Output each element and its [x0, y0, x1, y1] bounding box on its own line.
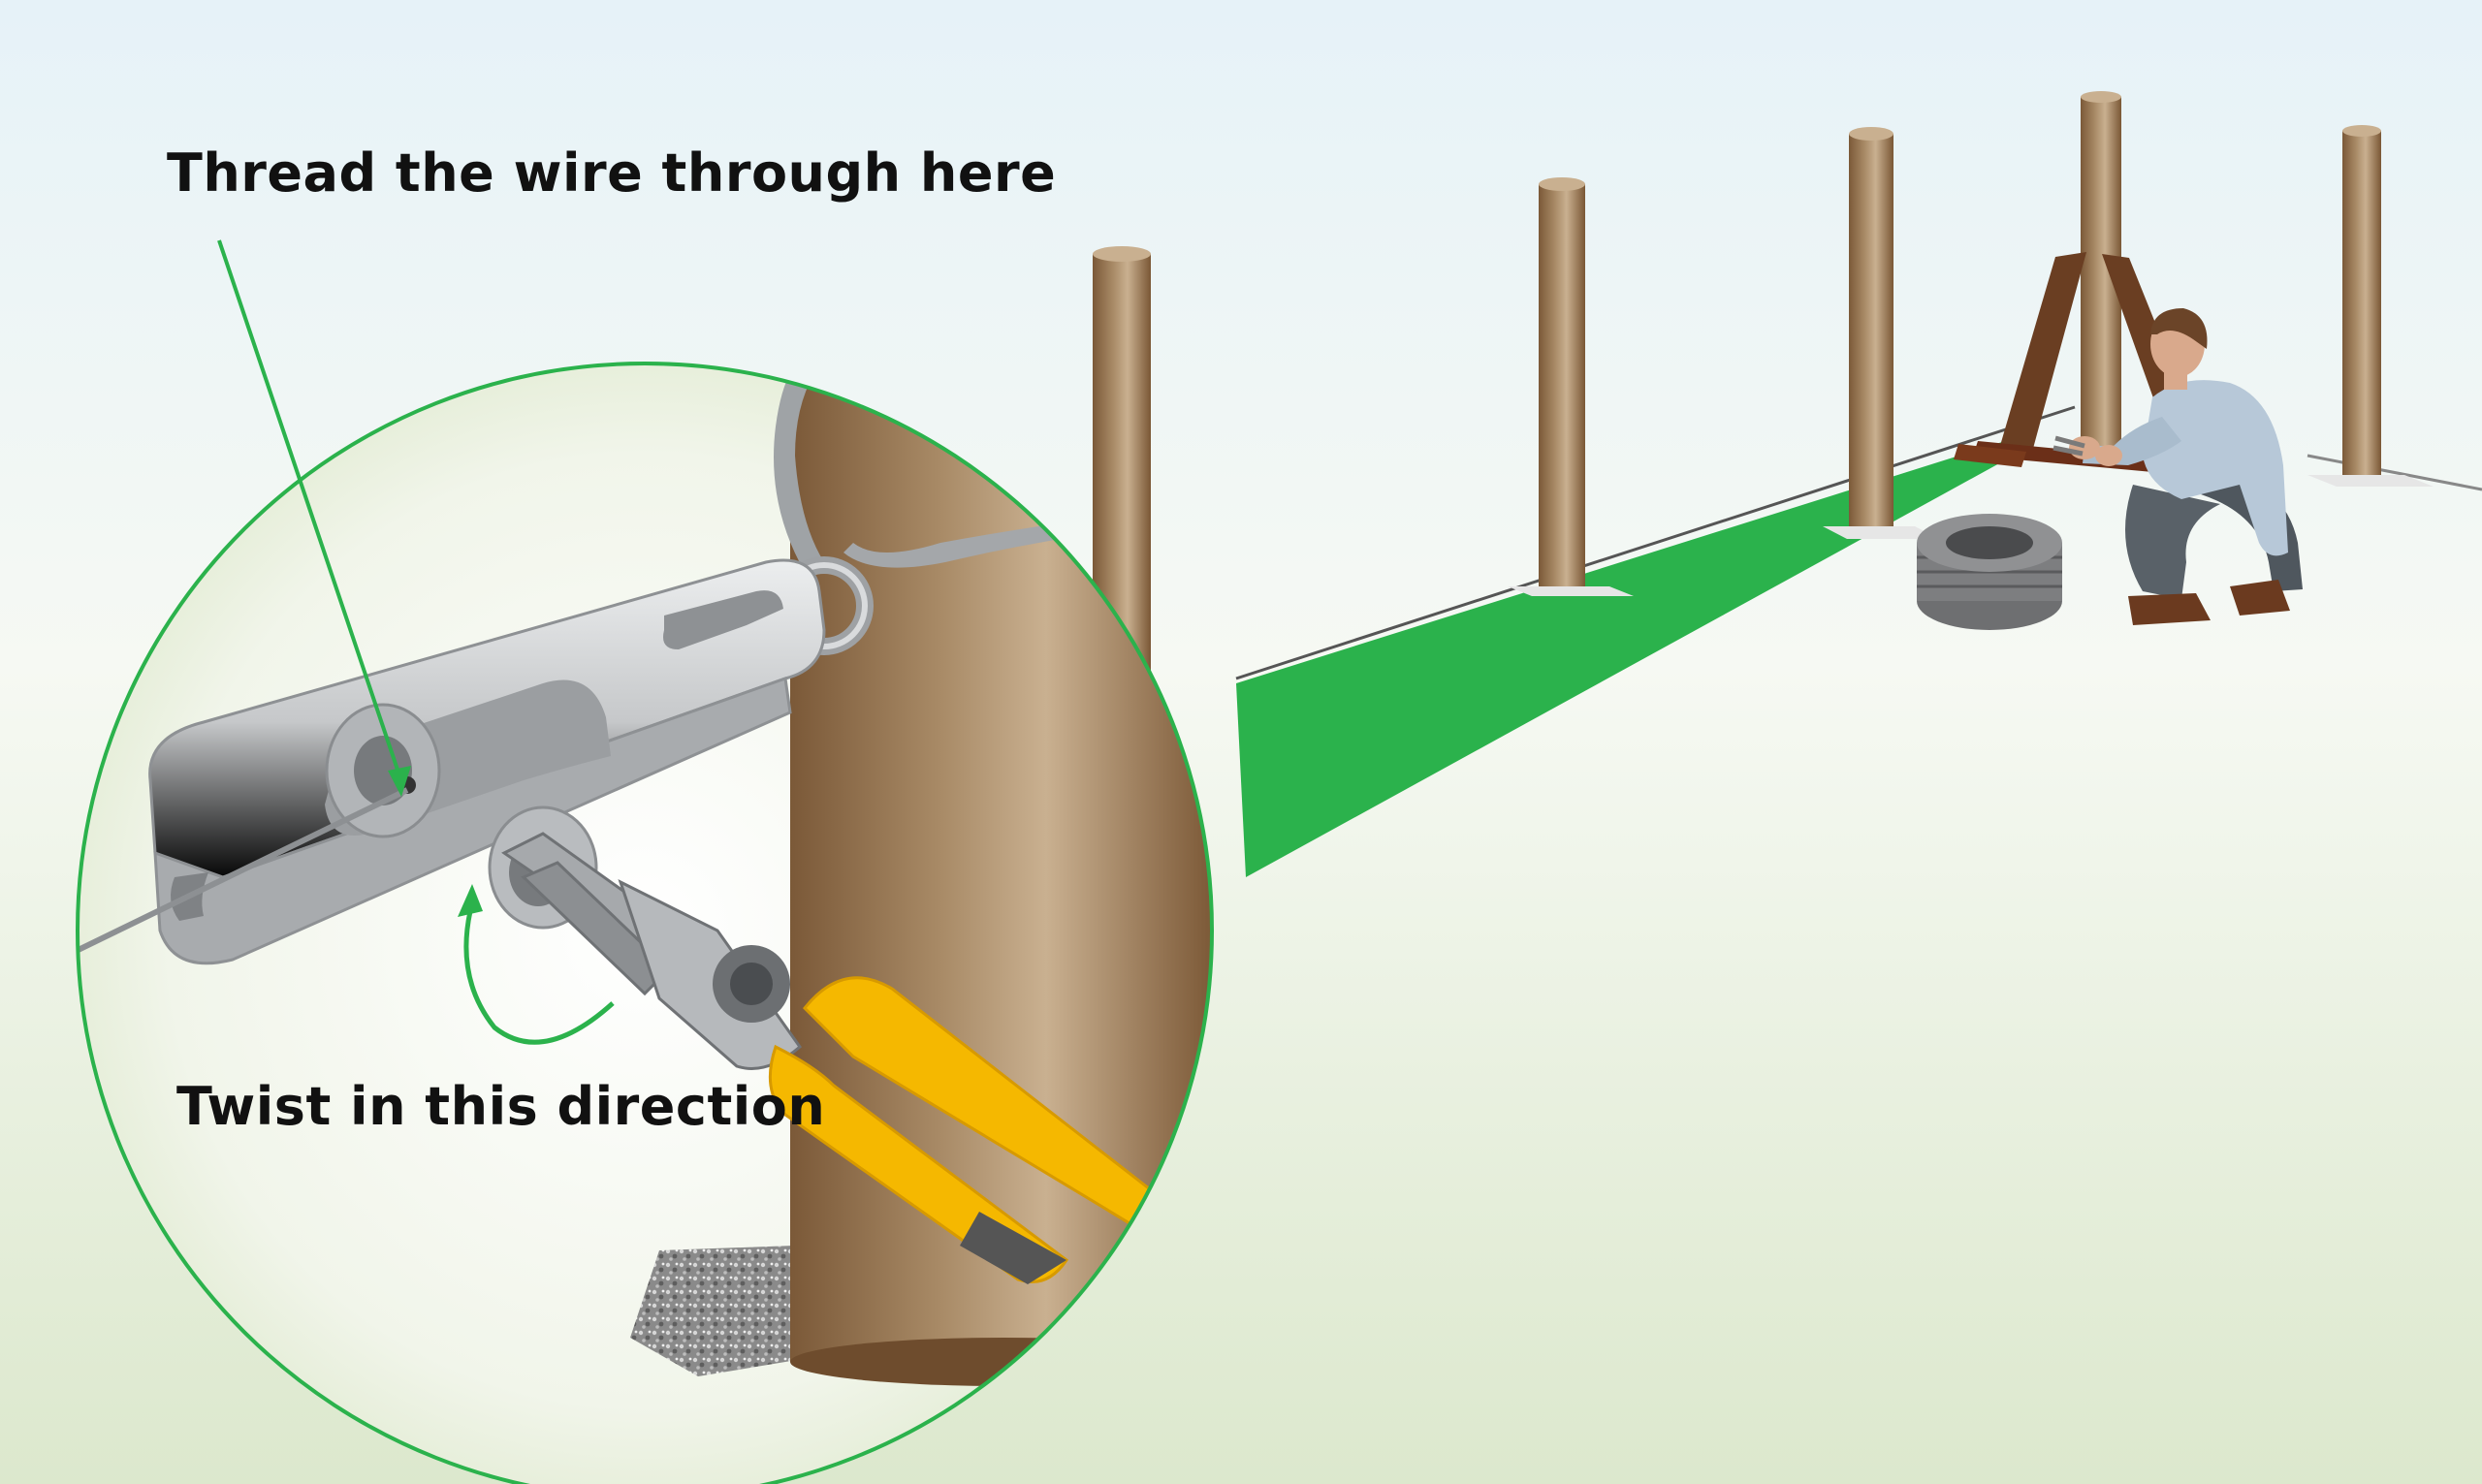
thread-arrow: [217, 239, 411, 797]
zoom-circle-outline: [76, 362, 1214, 1484]
fence-wire-far: [1235, 405, 2076, 680]
zoom-beam: [1236, 431, 2036, 877]
person-crouching-icon: [2052, 308, 2303, 625]
fence-posts-far: [1093, 91, 2434, 719]
callout-twist-direction: Twist in this direction: [176, 1076, 826, 1137]
wire-coil-icon: [1917, 514, 2062, 630]
pliers-icon: [501, 832, 1158, 1284]
ground-edge: [2307, 454, 2482, 491]
twist-direction-arrow: [458, 884, 615, 1045]
zoom-detail: [78, 363, 1212, 1386]
callout-thread-wire: Thread the wire through here: [167, 142, 1057, 204]
wire-hook: [774, 363, 824, 572]
fence-wire-closeup: [78, 787, 409, 963]
